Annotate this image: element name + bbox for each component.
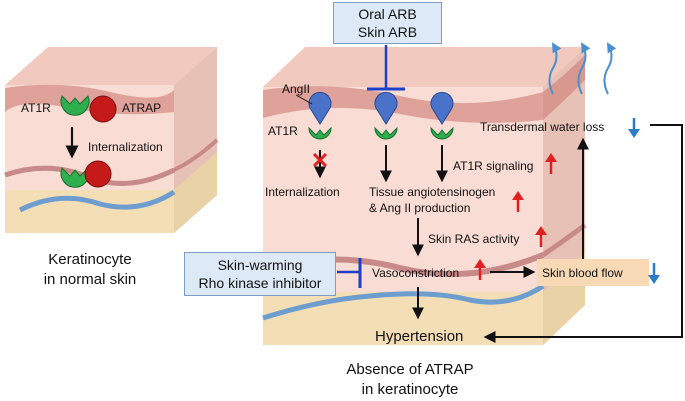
normal-caption-line2: in normal skin — [43, 271, 137, 288]
normal-vessel-side — [173, 138, 219, 172]
normal-cube-top — [5, 47, 217, 85]
absence-caption: Absence of ATRAP in keratinocyte — [330, 360, 490, 400]
oral-skin-arb-box: Oral ARB Skin ARB — [333, 2, 442, 44]
normal-skin-cube — [4, 47, 219, 233]
normal-skin-caption: Keratinocyte in normal skin — [10, 250, 170, 290]
at1r-receptor-icon — [430, 126, 454, 140]
wavy-arrow-icon — [577, 42, 591, 95]
absence-epidermis-layer — [263, 86, 543, 123]
angii-ligand-icon — [374, 91, 398, 125]
absence-vessel-blue — [262, 283, 545, 321]
atrap-protein-icon — [89, 95, 117, 123]
at1r-receptor-icon — [308, 126, 332, 140]
decrease-arrow-icon — [628, 118, 640, 138]
angii-ligand-icons — [308, 91, 454, 125]
blocked-cross-icon — [312, 152, 328, 168]
arb-line1: Oral ARB — [358, 6, 417, 22]
warming-line1: Skin-warming — [217, 257, 303, 273]
normal-fat-layer — [5, 190, 174, 233]
angii-ligand-icon — [430, 91, 454, 125]
blocked-internalization-label: Internalization — [265, 185, 340, 199]
normal-receptor-pair-top — [60, 95, 117, 123]
normal-internalization-label: Internalization — [88, 140, 163, 154]
increase-arrow-icon — [474, 259, 486, 280]
water-evaporation-icons — [548, 42, 617, 95]
normal-atrap-label: ATRAP — [122, 101, 161, 115]
absence-vessel-side — [541, 222, 587, 258]
at1r-receptor-icon — [374, 126, 398, 140]
warming-line2: Rho kinase inhibitor — [198, 275, 322, 291]
wavy-arrow-icon — [603, 42, 617, 95]
wavy-arrow-icon — [548, 42, 562, 95]
increase-arrow-icon — [535, 226, 547, 247]
production-label-line2: & Ang II production — [369, 201, 470, 215]
absence-caption-line2: in keratinocyte — [361, 381, 459, 398]
angii-pointer-line — [295, 94, 313, 105]
normal-at1r-label: AT1R — [21, 101, 51, 115]
hypertension-label: Hypertension — [375, 328, 463, 345]
vasoconstriction-label: Vasoconstriction — [372, 266, 459, 280]
normal-epidermis-layer — [5, 84, 174, 115]
production-label-line1: Tissue angiotensinogen — [369, 185, 495, 199]
angii-label: AngII — [282, 82, 310, 96]
at1r-signaling-label: AT1R signaling — [453, 159, 533, 173]
normal-vessel-blue — [18, 189, 176, 213]
skin-warming-box: Skin-warming Rho kinase inhibitor — [184, 252, 336, 296]
waterloss-to-hypertension-arrow — [483, 124, 683, 343]
increase-arrow-icon — [545, 153, 557, 174]
absence-cube-top — [263, 47, 585, 87]
decrease-arrow-icon — [648, 263, 660, 284]
skin-ras-activity-label: Skin RAS activity — [428, 232, 519, 246]
angii-ligand-icon — [308, 91, 332, 125]
absence-at1r-label: AT1R — [268, 124, 298, 138]
arb-line2: Skin ARB — [357, 24, 418, 40]
blood-flow-box — [537, 259, 649, 286]
atrap-protein-internalized-icon — [84, 160, 112, 188]
normal-receptor-pair-internalized — [60, 160, 112, 188]
at1r-receptor-icon — [60, 95, 90, 116]
normal-caption-line1: Keratinocyte — [48, 251, 132, 268]
transdermal-water-loss-label: Transdermal water loss — [480, 120, 604, 134]
absence-epidermis-side — [543, 55, 585, 120]
at1r-receptor-icons — [308, 126, 454, 140]
normal-fat-side — [174, 152, 217, 233]
increase-arrow-icon — [512, 191, 524, 212]
skin-blood-flow-label: Skin blood flow — [542, 266, 623, 280]
absence-caption-line1: Absence of ATRAP — [346, 361, 474, 378]
